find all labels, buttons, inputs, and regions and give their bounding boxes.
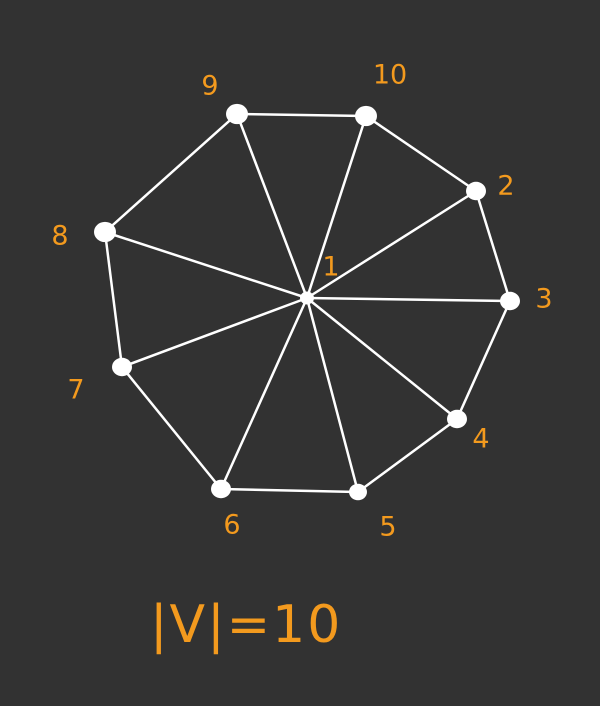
edge-9-10	[235, 112, 368, 118]
edge-6-7	[120, 365, 223, 491]
vertex-label-4: 4	[472, 424, 489, 455]
vertex-label-5: 5	[379, 512, 396, 543]
vertex-3	[500, 291, 520, 311]
vertex-label-3: 3	[535, 284, 552, 315]
vertex-2	[466, 181, 486, 201]
edge-1-2	[305, 189, 478, 300]
edge-5-6	[219, 487, 360, 494]
edges-layer	[103, 112, 512, 494]
nodes-layer	[94, 103, 520, 501]
vertex-1	[300, 291, 314, 305]
edge-2-3	[474, 189, 512, 303]
vertex-7	[112, 357, 132, 377]
vertex-label-9: 9	[201, 71, 218, 102]
edge-7-8	[103, 230, 124, 369]
vertex-label-7: 7	[67, 375, 84, 406]
vertex-9	[226, 103, 248, 125]
edge-8-9	[103, 112, 239, 234]
vertex-5	[349, 483, 367, 501]
edge-1-9	[235, 112, 309, 300]
edge-3-4	[455, 299, 512, 421]
vertex-10	[355, 105, 377, 127]
vertex-label-6: 6	[223, 510, 240, 541]
vertex-count-caption: |V|=10	[150, 595, 342, 655]
vertex-label-10: 10	[373, 60, 407, 91]
vertex-6	[211, 479, 231, 499]
vertex-label-2: 2	[497, 171, 514, 202]
edge-1-5	[305, 296, 360, 494]
vertex-label-1: 1	[322, 252, 339, 283]
edge-1-10	[305, 114, 368, 300]
edge-1-3	[305, 296, 512, 303]
edge-1-7	[120, 296, 309, 369]
labels-layer: 1 2 3 4 5 6 7 8 9 10	[51, 60, 552, 543]
edge-1-8	[103, 230, 309, 300]
edge-1-6	[219, 296, 309, 491]
edge-10-2	[364, 114, 478, 193]
edge-4-5	[356, 417, 459, 494]
vertex-8	[94, 221, 116, 243]
vertex-label-8: 8	[51, 221, 68, 252]
edge-1-4	[305, 296, 459, 421]
vertex-4	[447, 409, 467, 429]
